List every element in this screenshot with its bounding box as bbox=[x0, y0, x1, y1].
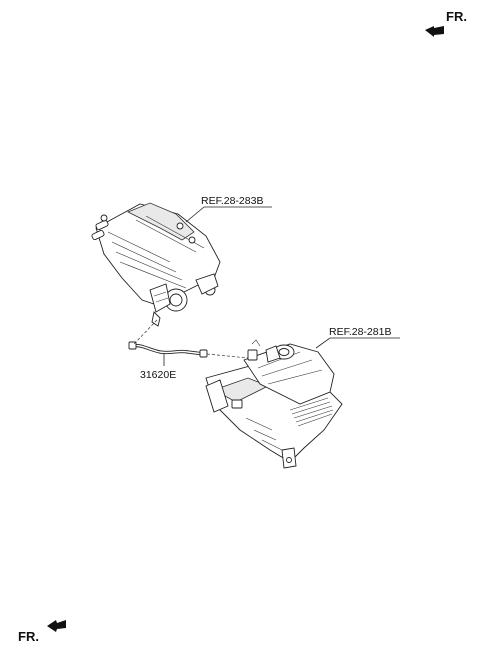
ref-281b-label: REF.28-281B bbox=[329, 326, 391, 338]
hose-to-aircleaner-dashline bbox=[206, 353, 249, 359]
hose-31620e-drawing bbox=[128, 341, 208, 358]
hose-part-number: 31620E bbox=[140, 369, 176, 381]
fr-marker-top: FR. bbox=[425, 9, 467, 37]
front-arrow-icon bbox=[425, 26, 444, 37]
fr-label-bottom: FR. bbox=[18, 629, 39, 644]
air-cleaner-drawing bbox=[205, 339, 343, 469]
fr-marker-bottom: FR. bbox=[18, 620, 66, 644]
ref-283b-leader bbox=[185, 206, 272, 223]
hose-to-manifold-dashline bbox=[133, 319, 158, 345]
ref-283b-label: REF.28-283B bbox=[201, 195, 263, 207]
ref-281b-leader bbox=[315, 337, 400, 349]
front-arrow-icon bbox=[47, 620, 66, 632]
fr-label-top: FR. bbox=[446, 9, 467, 24]
intake-manifold-drawing bbox=[91, 202, 221, 327]
